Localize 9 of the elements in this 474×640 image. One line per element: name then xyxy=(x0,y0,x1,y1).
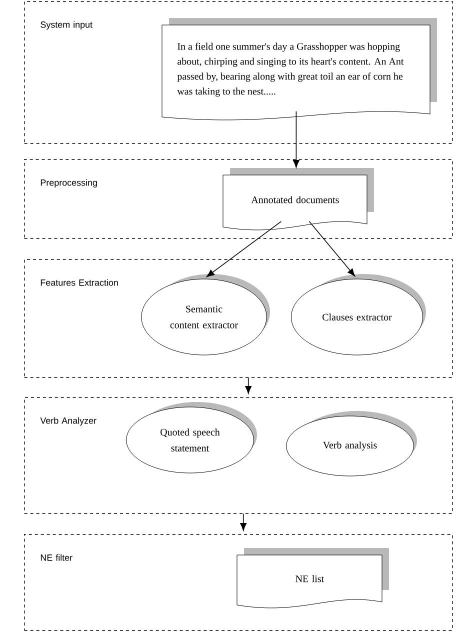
arrow xyxy=(293,111,300,168)
band-heading: Preprocessing xyxy=(40,179,97,188)
band-heading: Features Extraction xyxy=(40,279,118,286)
band-heading: NE filter xyxy=(40,554,72,561)
band-heading: Verb Analyzer xyxy=(40,417,96,426)
arrow xyxy=(240,513,247,531)
band-heading: System input xyxy=(40,21,92,30)
arrow xyxy=(308,221,356,276)
arrow xyxy=(245,377,252,394)
